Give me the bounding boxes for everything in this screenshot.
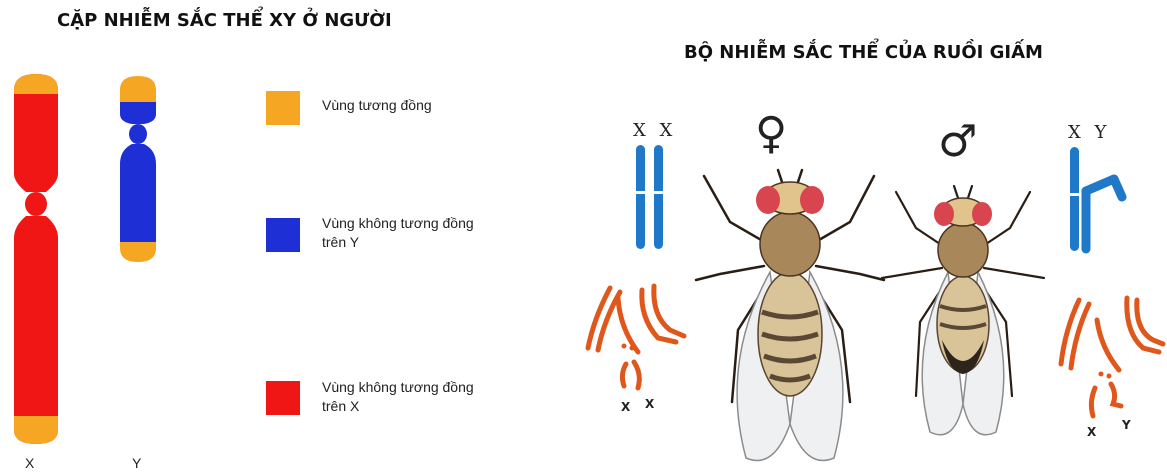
female-karyotype [580,278,690,398]
y-chromosome-label: Y [132,455,141,471]
y-chromosome [110,72,170,272]
legend-swatch-homologous [266,91,300,125]
female-karyotype-x2-label: X [645,397,654,411]
male-karyotype-x-label: X [1087,425,1096,439]
x-chromosome-label: X [25,455,34,471]
male-symbol: ♂ [938,120,977,164]
female-chromosome-pair-label: X X [633,120,676,141]
male-xy-chromosomes [1068,145,1128,255]
female-xx-chromosomes [634,143,674,253]
legend-label-homologous: Vùng tương đồng [322,96,432,115]
male-karyotype-y-label: Y [1122,418,1131,432]
legend-swatch-non-homologous-x [266,381,300,415]
drosophila-title: BỘ NHIỄM SẮC THỂ CỦA RUỒI GIẤM [684,42,1043,63]
female-fruit-fly [690,162,890,472]
male-chromosome-pair-label: X Y [1068,122,1110,143]
male-karyotype [1055,292,1165,432]
legend-label-non-homologous-x: Vùng không tương đồng trên X [322,378,474,416]
legend-swatch-non-homologous-y [266,218,300,252]
x-chromosome [6,70,66,450]
human-xy-title: CẶP NHIỄM SẮC THỂ XY Ở NGƯỜI [57,10,392,31]
female-karyotype-x1-label: X [621,400,630,414]
male-fruit-fly [878,182,1048,442]
female-symbol: ♀ [755,112,787,156]
legend-label-non-homologous-y: Vùng không tương đồng trên Y [322,214,474,252]
